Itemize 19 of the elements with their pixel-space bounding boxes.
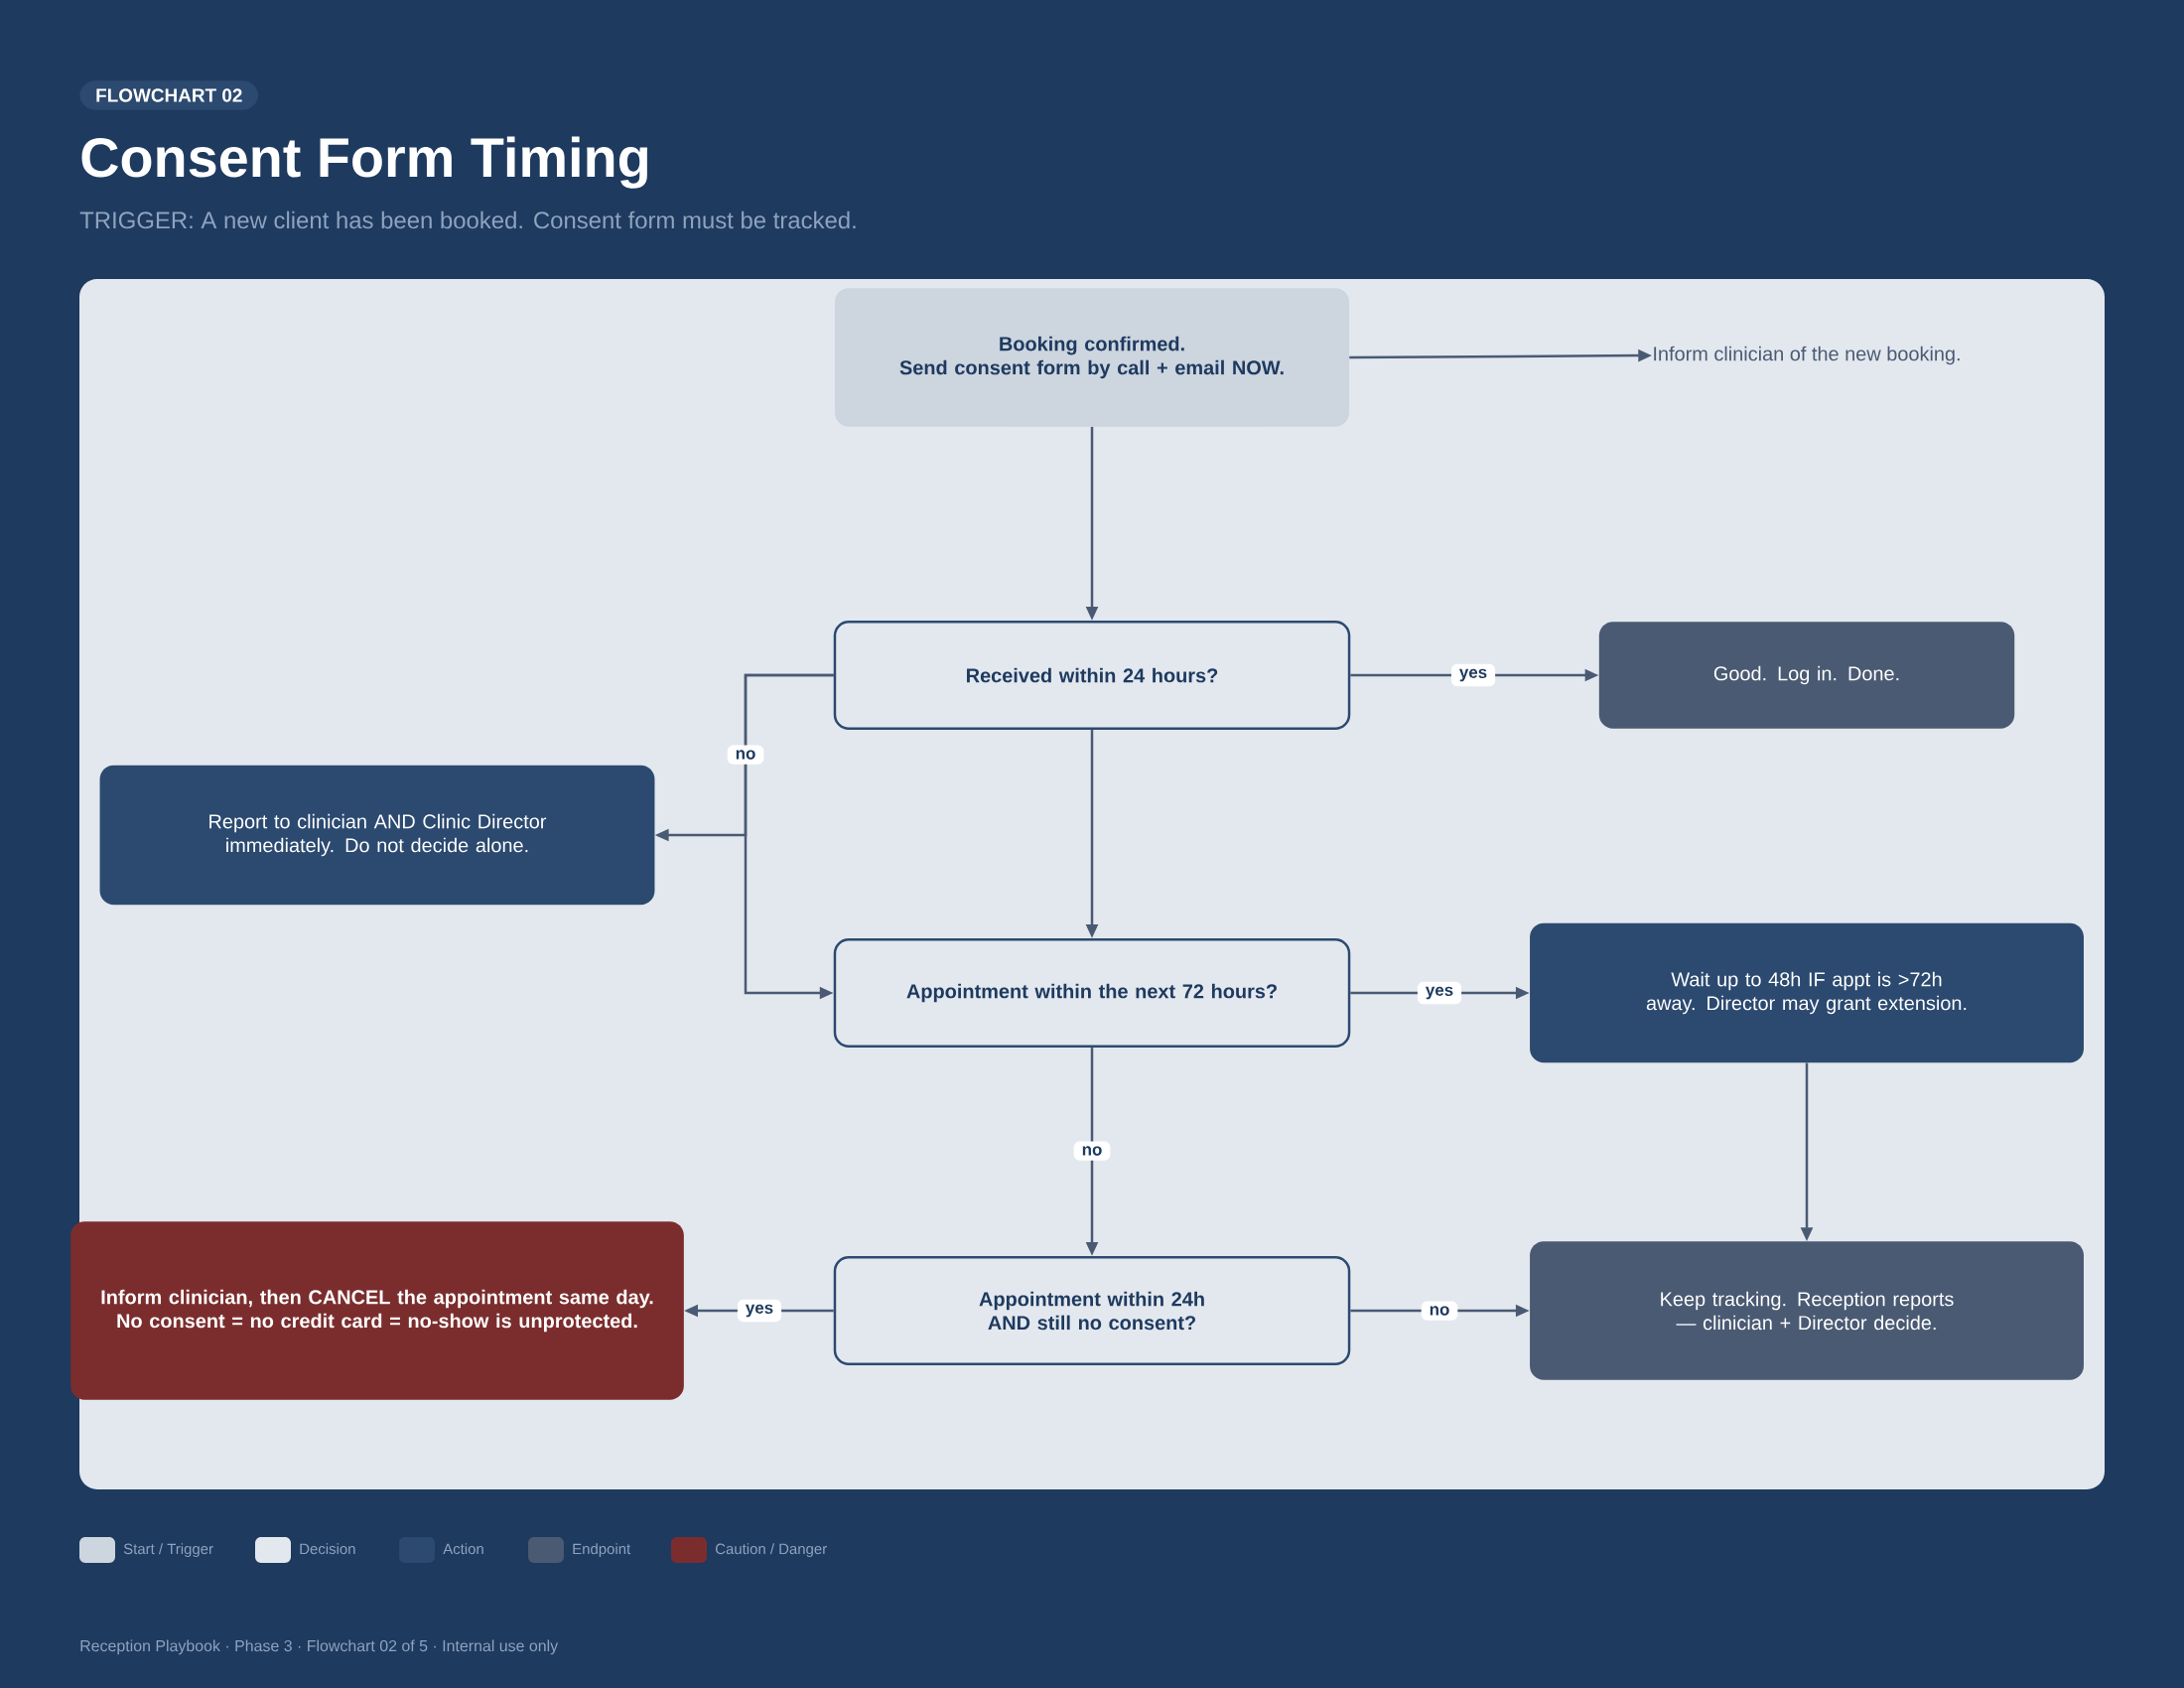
note-text: Inform clinician of the new booking. bbox=[1654, 346, 1960, 365]
action-box: Report to clinician AND Clinic Director immediately. Do not decide alone. bbox=[99, 765, 655, 906]
endpoint-box: Good. Log in. Done. bbox=[1598, 622, 2015, 729]
start-box: Booking confirmed. Send consent form by call + email NOW. bbox=[835, 288, 1350, 427]
title: Consent Form Timing bbox=[81, 136, 647, 189]
subtitle: TRIGGER: A new client has been booked. Consent form must be tracked. bbox=[79, 211, 856, 229]
legend-label: Decision bbox=[300, 1543, 355, 1555]
decision-box: Received within 24 hours? bbox=[833, 620, 1351, 731]
legend-label: Endpoint bbox=[573, 1543, 631, 1558]
legend-label: Action bbox=[443, 1543, 483, 1555]
decision-box: Appointment within 24h AND still no consent? bbox=[833, 1255, 1351, 1366]
endpoint-box: Keep tracking. Reception reports — clinician + Director decide. bbox=[1530, 1241, 2084, 1380]
decision-box: Appointment within the next 72 hours? bbox=[833, 937, 1351, 1049]
legend-label: Caution / Danger bbox=[716, 1543, 827, 1558]
legend-label: Start / Trigger bbox=[123, 1543, 213, 1558]
caution-box: Inform clinician, then CANCEL the appointment same day. No consent = no credit card = no-show is unprotected. bbox=[70, 1221, 684, 1400]
footer-text: Reception Playbook · Phase 3 · Flowchart 02 of 5 · Internal use only bbox=[80, 1639, 559, 1655]
badge: FLOWCHART 02 bbox=[79, 80, 259, 110]
action-box: Wait up to 48h IF appt is >72h away. Director may grant extension. bbox=[1530, 922, 2084, 1063]
